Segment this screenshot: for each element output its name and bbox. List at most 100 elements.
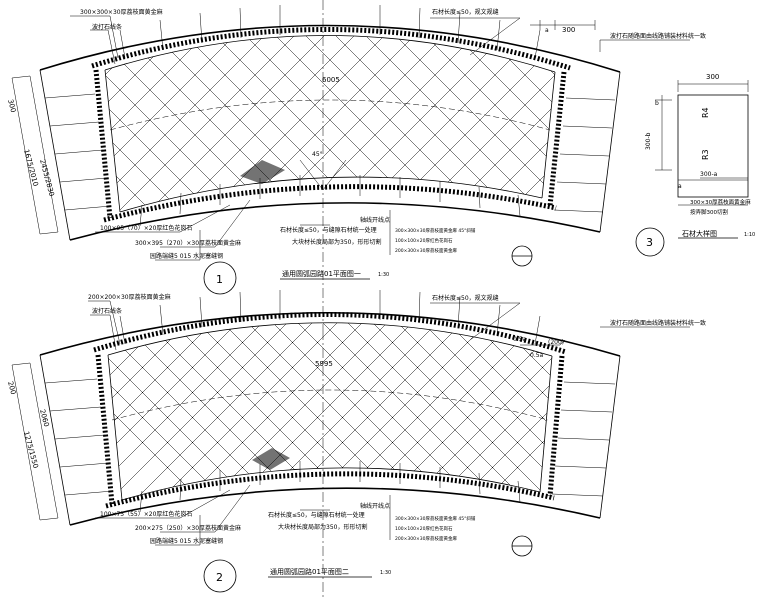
plan1-outer-top-edge bbox=[39, 24, 621, 73]
detail-stone-rect bbox=[677, 94, 749, 198]
detail-label-circle bbox=[635, 227, 665, 257]
detail-r4: R4 bbox=[701, 107, 710, 118]
plan2-mid-arc bbox=[111, 389, 549, 421]
plan2-right-dim-3: (200) bbox=[548, 339, 564, 346]
plan2-legend-2: 100×100×20厚红色花岗石 bbox=[395, 525, 453, 532]
detail-r3: R3 bbox=[701, 149, 710, 160]
plan1-bottom-note-3: 园路端缝5 015 水泥塞缝钢 bbox=[150, 252, 223, 260]
plan2-inner-right bbox=[539, 355, 553, 493]
detail-label-number: 3 bbox=[646, 236, 653, 249]
plan-drawing-1 bbox=[11, 5, 690, 295]
plan2-label-circle bbox=[203, 559, 237, 593]
plan1-right-dim-a: a bbox=[545, 27, 549, 34]
plan2-border-band-right bbox=[547, 355, 565, 497]
plan2-mid-note-1: 石材长度≤50，与缝隙石材统一处理 bbox=[268, 511, 365, 519]
plan2-right-dim-1: 0.5a bbox=[513, 336, 527, 343]
stone-detail-drawing bbox=[635, 80, 749, 257]
plan1-label-circle bbox=[203, 261, 237, 295]
plan2-bottom-note-3: 园路端缝5 015 水泥塞缝钢 bbox=[150, 537, 223, 545]
plan2-center-width: 5995 bbox=[315, 360, 333, 368]
plan1-mid-note-1: 石材长度≤50，与缝隙石材统一处理 bbox=[280, 226, 377, 234]
plan1-left-dim-1: 300 bbox=[6, 98, 17, 113]
plan1-top-dim-2: 波打石线条 bbox=[92, 23, 122, 31]
plan1-border-band-left bbox=[93, 69, 113, 219]
plan2-left-dim-1: 200 bbox=[6, 380, 17, 395]
plan-drawing-2 bbox=[11, 290, 690, 593]
plan1-right-dim-300: 300 bbox=[562, 26, 575, 34]
plan1-outer-bottom-edge bbox=[69, 202, 601, 241]
detail-title: 石材大样图 bbox=[682, 229, 717, 238]
plan1-angle-lines bbox=[299, 159, 347, 191]
plan2-mid-note-2: 大块材长度局部为350，形形切割 bbox=[278, 523, 367, 531]
plan1-title: 通用圆弧园路01平面图一 bbox=[282, 269, 361, 278]
plan1-left-edge bbox=[39, 69, 71, 241]
plan2-top-dim-2: 波打石线条 bbox=[92, 307, 122, 315]
plan1-inner-bottom bbox=[119, 176, 543, 213]
detail-bottom-dim: 300-a bbox=[700, 171, 718, 178]
plan1-outer-blocks bbox=[44, 5, 616, 227]
plan2-right-dim bbox=[520, 339, 566, 346]
plan1-leaders bbox=[70, 15, 690, 261]
plan2-hatch-detail bbox=[252, 448, 290, 470]
detail-top-dim: 300 bbox=[706, 73, 719, 81]
plan1-label-number: 1 bbox=[216, 273, 223, 286]
detail-b: b bbox=[655, 100, 659, 107]
plan1-left-dimension-lines bbox=[11, 75, 59, 235]
plan1-bottom-note-2: 300×395（270）×30厚荔枝面黄金麻 bbox=[135, 239, 241, 247]
plan1-center-width: 6005 bbox=[322, 76, 340, 84]
plan1-right-note: 波打石随路面由线路铺装材料统一致 bbox=[610, 32, 706, 40]
plan1-angle: 45° bbox=[312, 151, 323, 158]
detail-note-2: 按弄脚300切割 bbox=[690, 208, 728, 216]
plan2-border-band-top bbox=[93, 312, 567, 355]
plan2-outer-blocks bbox=[44, 290, 616, 513]
plan1-stone-note: 石材长度≤50，规文规缝 bbox=[432, 8, 499, 16]
plan2-border-band-left bbox=[95, 354, 115, 505]
plan1-legend-1: 300×300×30厚荔枝面黄金麻 45°斜铺 bbox=[395, 227, 476, 234]
plan2-right-edge bbox=[599, 355, 621, 519]
plan1-inner-right bbox=[541, 71, 556, 199]
plan1-left-dim-3: 2455/2830 bbox=[38, 158, 56, 197]
detail-a: a bbox=[678, 183, 682, 190]
plan1-border-band-bottom bbox=[103, 184, 557, 223]
plan2-right-note: 波打石随路面由线路铺装材料统一致 bbox=[610, 319, 706, 327]
plan2-label-number: 2 bbox=[216, 571, 223, 584]
plan2-stone-note: 石材长度≤50，规文规缝 bbox=[432, 294, 499, 302]
plan1-left-dim-2: 1675/2010 bbox=[22, 148, 40, 187]
plan2-bottom-note-1: 100×75（55）×20厚红色花岗石 bbox=[100, 510, 192, 518]
plan1-top-dim-1: 300×300×30厚荔枝面黄金麻 bbox=[80, 8, 163, 16]
plan1-scale: 1:30 bbox=[378, 272, 389, 278]
detail-left-dim: 300-b bbox=[645, 132, 652, 150]
plan1-border-band-top bbox=[91, 27, 571, 71]
plan1-mid-note-2: 大块材长度局部为350，形形切割 bbox=[292, 238, 381, 246]
plan1-bottom-note-1: 100×95（70）×20厚红色花岗石 bbox=[100, 224, 192, 232]
plan1-axis-note: 轴线开线点 bbox=[360, 216, 390, 224]
plan1-mid-arc bbox=[109, 99, 551, 131]
plan2-outer-top-edge bbox=[39, 311, 621, 357]
plan1-inner-left bbox=[104, 69, 121, 213]
plan1-legend-2: 100×100×20厚红色花岗石 bbox=[395, 237, 453, 244]
plan1-right-edge bbox=[599, 71, 621, 233]
plan2-title: 通用圆弧园路01平面图二 bbox=[270, 567, 349, 576]
plan2-leaders bbox=[88, 300, 690, 546]
plan2-inner-top bbox=[107, 322, 553, 357]
plan2-outer-bottom-edge bbox=[69, 487, 601, 526]
plan2-left-dimension-lines bbox=[11, 362, 59, 521]
plan2-border-band-bottom bbox=[105, 471, 555, 509]
plan2-right-dim-2: 0.5a bbox=[530, 352, 544, 359]
plan1-right-dim bbox=[530, 20, 596, 30]
plan2-left-edge bbox=[39, 354, 71, 526]
plan2-legend-3: 200×300×30厚荔枝面黄金麻 bbox=[395, 535, 457, 542]
plan2-scale: 1:30 bbox=[380, 570, 391, 576]
detail-note-1: 300×30厚荔枝面黄金麻 bbox=[690, 198, 751, 206]
plan2-top-dim-1: 200×200×30厚荔枝面黄金麻 bbox=[88, 293, 171, 301]
plan2-bottom-note-2: 200×275（250）×30厚荔枝面黄金麻 bbox=[135, 524, 241, 532]
plan2-axis-note: 轴线开线点 bbox=[360, 502, 390, 510]
plan2-left-dim-2: 1275/1550 bbox=[22, 430, 40, 469]
detail-scale: 1:10 bbox=[744, 232, 755, 238]
plan2-inner-bottom bbox=[121, 467, 541, 501]
plan2-diagonal-paving bbox=[108, 322, 552, 500]
plan1-legend-3: 200×300×30厚荔枝面黄金麻 bbox=[395, 247, 457, 254]
plan1-inner-top bbox=[104, 35, 556, 73]
plan1-hatch-detail bbox=[240, 160, 285, 184]
